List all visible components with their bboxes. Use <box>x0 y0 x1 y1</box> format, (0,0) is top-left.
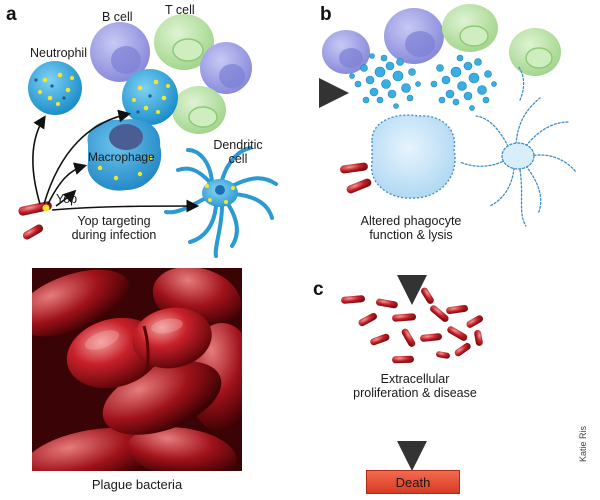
yop-targeting-line2: during infection <box>71 228 157 242</box>
panel-label-a: a <box>6 4 17 25</box>
plague-caption: Plague bacteria <box>91 477 183 492</box>
b-cell-b2 <box>384 8 444 64</box>
plague-bacteria-micrograph <box>32 268 242 471</box>
bacteria-c-cluster <box>341 287 484 364</box>
t-cell-b2 <box>509 28 561 76</box>
altered-line1: Altered phagocyte <box>360 214 462 228</box>
yop-targeting-line1: Yop targeting <box>77 214 151 228</box>
altered-line2: function & lysis <box>369 228 453 242</box>
dendritic-cell <box>164 146 278 258</box>
lysed-neutrophil-2 <box>430 54 497 111</box>
neutrophil-2 <box>122 69 178 125</box>
altered-macrophage <box>370 114 456 199</box>
extracellular-label: Extracellular proliferation & disease <box>340 372 490 400</box>
artist-credit: Katie Ris <box>578 425 588 462</box>
panel-a-cells <box>18 14 278 258</box>
lysed-neutrophil <box>349 53 421 109</box>
altered-phagocyte-label: Altered phagocyte function & lysis <box>346 214 476 242</box>
t-cell <box>154 14 214 70</box>
b-cell <box>90 22 150 82</box>
b-cell-2 <box>200 42 252 94</box>
macrophage-label: Macrophage <box>88 150 155 164</box>
yop-label: Yop <box>56 192 78 206</box>
neutrophil-label: Neutrophil <box>30 46 87 60</box>
panel-label-b: b <box>320 4 332 25</box>
t-cell-b <box>442 4 498 52</box>
extracellular-line1: Extracellular <box>380 372 450 386</box>
bacteria-b <box>340 162 372 194</box>
altered-dendritic-cell <box>459 65 577 227</box>
neutrophil <box>28 61 82 115</box>
yop-targeting-label: Yop targeting during infection <box>54 214 174 242</box>
panel-b-cells <box>322 4 577 227</box>
dendritic-cell-label: Dendritic cell <box>208 138 268 166</box>
macrophage <box>87 119 162 191</box>
t-cell-2 <box>172 86 226 134</box>
extracellular-line2: proliferation & disease <box>353 386 477 400</box>
b-cell-label: B cell <box>102 10 133 24</box>
yop-arrows <box>32 109 200 213</box>
death-box: Death <box>366 470 460 494</box>
dendritic-label-line1: Dendritic <box>213 138 263 152</box>
panel-label-c: c <box>313 279 324 300</box>
death-label: Death <box>395 474 431 490</box>
dendritic-label-line2: cell <box>228 152 248 166</box>
b-cell-b <box>322 30 370 74</box>
bacteria-left <box>18 201 52 240</box>
t-cell-label: T cell <box>165 3 195 17</box>
